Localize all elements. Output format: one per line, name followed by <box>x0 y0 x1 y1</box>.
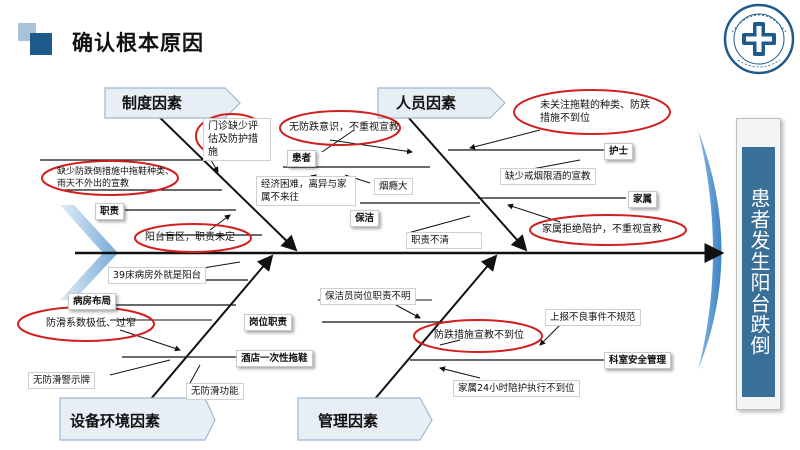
cause-low-coef: 防滑系数极低、过窄 <box>46 318 136 329</box>
cause-post-duty: 岗位职责 <box>244 314 293 331</box>
category-system: 制度因素 <box>122 94 183 112</box>
cause-no-awareness: 无防跌意识，不重视宣教 <box>289 122 399 133</box>
cause-escort: 家属24小时陪护执行不到位 <box>453 380 580 397</box>
page-title: 确认根本原因 <box>72 31 204 55</box>
title-divider <box>18 60 713 62</box>
bone-management <box>373 254 498 401</box>
cause-lack-quit: 缺少戒烟限酒的宣教 <box>500 168 596 185</box>
cause-no-function: 无防滑功能 <box>186 383 244 400</box>
hospital-logo <box>723 3 795 75</box>
bone-system <box>149 107 298 252</box>
highlight-no-awareness <box>279 110 401 146</box>
cause-ward-layout: 病房布局 <box>68 293 117 310</box>
cause-report: 上报不良事件不规范 <box>545 309 641 326</box>
cause-lack-measures: 缺少防跌倒措施中拖鞋种类、雨天不外出的宣教 <box>57 167 175 189</box>
cause-bed39: 39床病房外就是阳台 <box>108 267 207 284</box>
ribbon-equipment <box>59 397 216 441</box>
category-equipment: 设备环境因素 <box>70 412 161 430</box>
highlight-lack-measures <box>41 160 179 196</box>
bone-staff <box>399 107 528 252</box>
category-staff: 人员因素 <box>396 94 457 112</box>
ribbon-system <box>104 87 241 119</box>
cause-smoking: 烟瘾大 <box>374 178 413 195</box>
category-management: 管理因素 <box>318 412 379 430</box>
highlight-edu <box>413 319 543 353</box>
effect-label: 患者发生阳台跌倒 <box>742 147 775 397</box>
cause-economy: 经济困难，离异与家属不来往 <box>256 176 356 206</box>
cause-family: 家属 <box>628 191 658 208</box>
cause-nurse: 护士 <box>604 143 634 160</box>
cause-triage: 门诊缺少评估及防护措施 <box>203 118 271 161</box>
ribbon-staff <box>377 87 506 119</box>
cause-cleaner: 保洁 <box>350 210 380 227</box>
effect-box: 患者发生阳台跌倒 <box>736 118 781 410</box>
cause-slippers: 酒店一次性拖鞋 <box>236 350 313 367</box>
ribbon-management <box>297 397 433 441</box>
cause-refuse: 家属拒绝陪护，不重视宣教 <box>542 224 662 235</box>
bone-equipment <box>149 254 274 401</box>
cause-duty: 职责 <box>95 203 125 220</box>
fish-head-arc <box>698 130 722 370</box>
highlight-balcony <box>134 223 252 253</box>
cause-duty-unclear: 职责不清 <box>406 232 482 249</box>
cause-patient: 患者 <box>287 150 317 167</box>
highlight-refuse <box>529 214 687 246</box>
highlight-unconcerned <box>513 89 671 135</box>
cause-edu-insufficient: 防跌措施宣教不到位 <box>434 330 524 341</box>
cause-unconcerned: 未关注拖鞋的种类、防跌措施不到位 <box>540 100 650 124</box>
cause-no-sign: 无防滑警示牌 <box>28 372 96 389</box>
cause-dept-safety: 科室安全管理 <box>604 352 672 369</box>
cause-cleaner-duty: 保洁员岗位职责不明 <box>320 288 416 305</box>
cause-balcony: 阳台盲区，职责未定 <box>145 232 235 243</box>
